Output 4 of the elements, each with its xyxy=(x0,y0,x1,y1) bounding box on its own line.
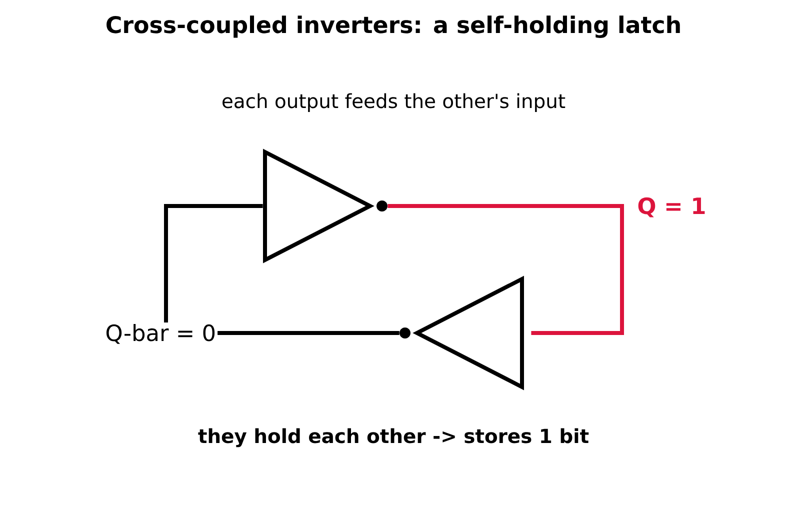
edge-label: Q-bar = 0 xyxy=(104,322,218,346)
subtitle: each output feeds the other's input xyxy=(222,93,566,112)
caption: they hold each other -> stores 1 bit xyxy=(198,428,589,448)
title: Cross-coupled inverters: a self-holding latch xyxy=(106,16,680,38)
